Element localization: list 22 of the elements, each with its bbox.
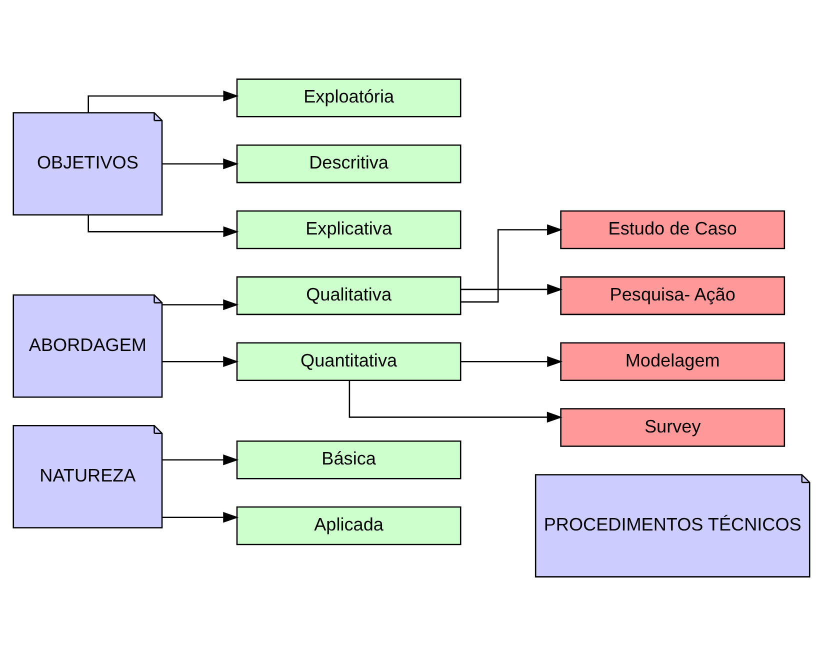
node-box: Estudo de Caso [560,210,786,249]
arrow [460,284,563,294]
arrow [162,298,239,310]
node-box: Aplicada [236,506,462,545]
node-box: Quantitativa [236,342,462,380]
node-box: Básica [236,440,462,479]
arrow [88,214,239,237]
arrow [88,90,239,112]
node-box: Descritiva [236,144,462,183]
node-box: Modelagem [560,342,786,380]
arrow [460,356,563,367]
arrow [162,511,239,522]
arrow [162,158,239,169]
node-box: Exploatória [236,78,462,117]
arrow [460,224,563,302]
arrow [162,454,239,465]
node-box: Explicativa [236,210,462,249]
node-box: Survey [560,408,786,446]
node-box: Pesquisa- Ação [560,276,786,315]
node-box: Qualitativa [236,276,462,315]
arrow [162,356,239,367]
arrow [348,380,562,422]
